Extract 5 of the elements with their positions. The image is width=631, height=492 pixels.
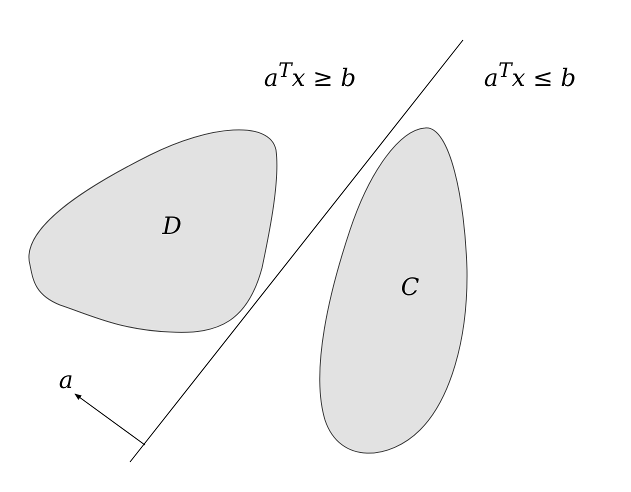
vector-label: a — [58, 368, 74, 392]
halfspace-label: a$^{T}$x ≥ b — [264, 60, 356, 90]
set-label: C — [400, 275, 420, 299]
halfspace-label: a$^{T}$x ≤ b — [484, 60, 576, 90]
set-label: D — [162, 214, 182, 238]
